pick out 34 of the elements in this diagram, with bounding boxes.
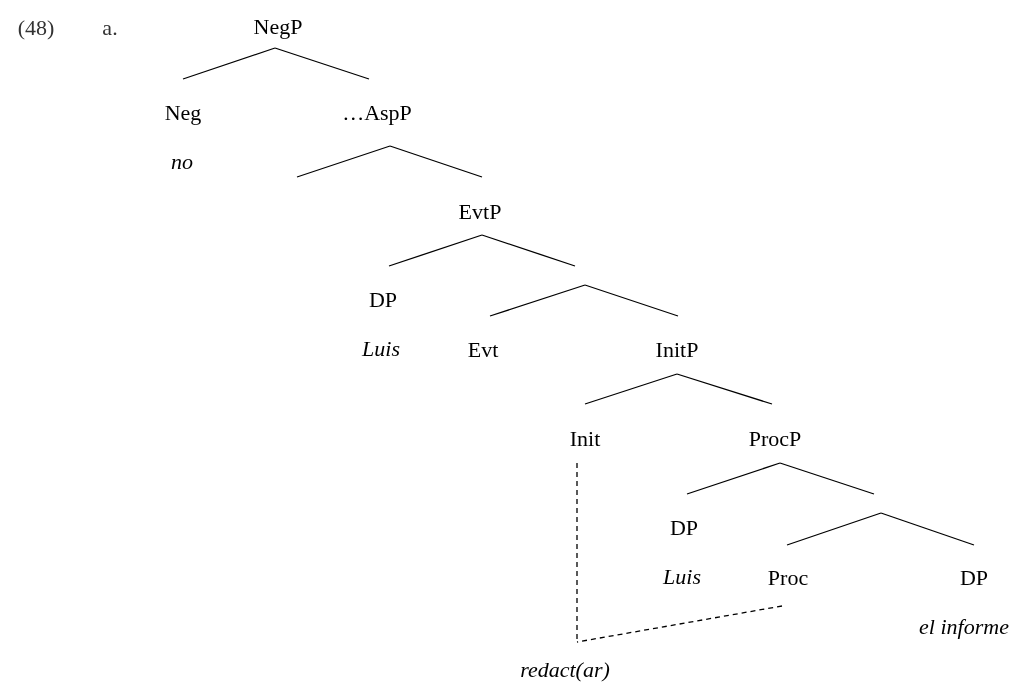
tree-branch [388, 234, 483, 267]
category-label: DP [959, 565, 989, 591]
dashed-line [576, 605, 783, 643]
category-label: DP [368, 287, 398, 313]
terminal-word: redact(ar) [520, 657, 610, 683]
category-label: NegP [253, 14, 303, 40]
tree-branch [686, 462, 781, 495]
tree-branch [296, 145, 391, 178]
tree-branch [489, 284, 586, 317]
category-label: DP [669, 515, 699, 541]
terminal-word: el informe [919, 614, 1009, 640]
tree-branch [481, 234, 576, 267]
category-label: EvtP [458, 199, 502, 225]
tree-branch [676, 373, 773, 405]
example-number: (48) [17, 15, 55, 41]
category-label: Neg [164, 100, 202, 126]
tree-branch [389, 145, 483, 178]
tree-branch [274, 47, 370, 80]
tree-branch [880, 512, 975, 546]
terminal-word: Luis [362, 336, 400, 362]
tree-branch [779, 462, 875, 495]
tree-branch [584, 284, 679, 317]
category-label: Proc [767, 565, 809, 591]
tree-branch [786, 512, 882, 546]
category-label: ProcP [748, 426, 802, 452]
category-label: InitP [655, 337, 699, 363]
example-letter: a. [102, 15, 118, 41]
category-label: Evt [467, 337, 499, 363]
category-label: Init [569, 426, 601, 452]
tree-branch [182, 47, 276, 80]
category-label: …AspP [342, 100, 412, 126]
terminal-word: Luis [663, 564, 701, 590]
terminal-word: no [171, 149, 193, 175]
tree-branch [584, 373, 678, 405]
